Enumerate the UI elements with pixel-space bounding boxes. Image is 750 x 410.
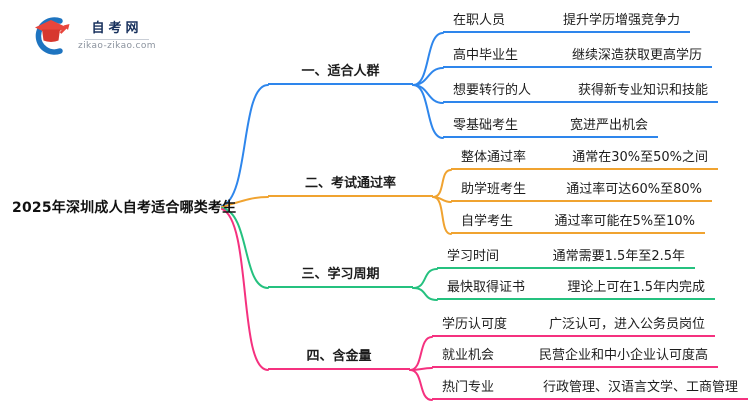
branch-label: 三、学习周期 (301, 267, 380, 282)
child-value: 通常在30%至50%之间 (572, 150, 708, 165)
child-value: 广泛认可，进入公务员岗位 (548, 317, 705, 332)
child-value: 获得新专业知识和技能 (577, 83, 708, 98)
logo-divider (84, 38, 149, 40)
child-label: 热门专业 (442, 380, 495, 395)
child-value: 理论上可在1.5年内完成 (567, 280, 705, 295)
child-label: 整体通过率 (461, 150, 527, 165)
child-label: 高中毕业生 (453, 48, 519, 63)
child-value: 继续深造获取更高学历 (571, 48, 702, 63)
branch-node-pass-rate: 二、考试通过率 (268, 171, 433, 197)
child-row: 就业机会 民营企业和中小企业认可度高 (432, 346, 718, 368)
branch-node-value: 四、含金量 (268, 344, 410, 370)
child-row: 在职人员 提升学历增强竞争力 (443, 11, 690, 33)
child-label: 学习时间 (447, 249, 500, 264)
branch-node-suitable-people: 一、适合人群 (268, 59, 413, 85)
child-row: 零基础考生 宽进严出机会 (443, 116, 658, 138)
child-row: 高中毕业生 继续深造获取更高学历 (443, 46, 712, 68)
site-name: 自考网 (91, 21, 143, 37)
child-label: 在职人员 (453, 13, 506, 28)
branch-label: 一、适合人群 (301, 64, 380, 79)
child-label: 想要转行的人 (453, 83, 532, 98)
child-row: 助学班考生 通过率可达60%至80% (451, 180, 712, 202)
child-value: 通过率可达60%至80% (566, 182, 702, 197)
child-row: 整体通过率 通常在30%至50%之间 (451, 148, 718, 170)
child-row: 热门专业 行政管理、汉语言文学、工商管理 (432, 378, 748, 400)
child-value: 提升学历增强竞争力 (562, 13, 680, 28)
child-label: 助学班考生 (461, 182, 527, 197)
branch-node-study-period: 三、学习周期 (268, 262, 413, 288)
child-row: 想要转行的人 获得新专业知识和技能 (443, 81, 718, 103)
site-logo-icon (35, 17, 70, 55)
site-logo: 自考网 zikao-zikao.com (30, 16, 156, 56)
child-value: 通常需要1.5年至2.5年 (552, 249, 685, 264)
child-row: 最快取得证书 理论上可在1.5年内完成 (437, 278, 715, 300)
central-topic: 2025年深圳成人自考适合哪类考生 (12, 200, 237, 216)
child-row: 学历认可度 广泛认可，进入公务员岗位 (432, 315, 715, 337)
branch-label: 四、含金量 (306, 349, 372, 364)
site-url: zikao-zikao.com (78, 40, 156, 51)
child-label: 学历认可度 (442, 317, 508, 332)
child-value: 民营企业和中小企业认可度高 (538, 348, 708, 363)
child-label: 自学考生 (461, 214, 514, 229)
child-row: 自学考生 通过率可能在5%至10% (451, 212, 705, 234)
branch-label: 二、考试通过率 (304, 176, 396, 191)
child-label: 零基础考生 (453, 118, 519, 133)
child-row: 学习时间 通常需要1.5年至2.5年 (437, 247, 695, 269)
child-label: 就业机会 (442, 348, 495, 363)
child-value: 宽进严出机会 (569, 118, 648, 133)
child-value: 通过率可能在5%至10% (554, 214, 695, 229)
child-value: 行政管理、汉语言文学、工商管理 (542, 380, 738, 395)
child-label: 最快取得证书 (447, 280, 526, 295)
